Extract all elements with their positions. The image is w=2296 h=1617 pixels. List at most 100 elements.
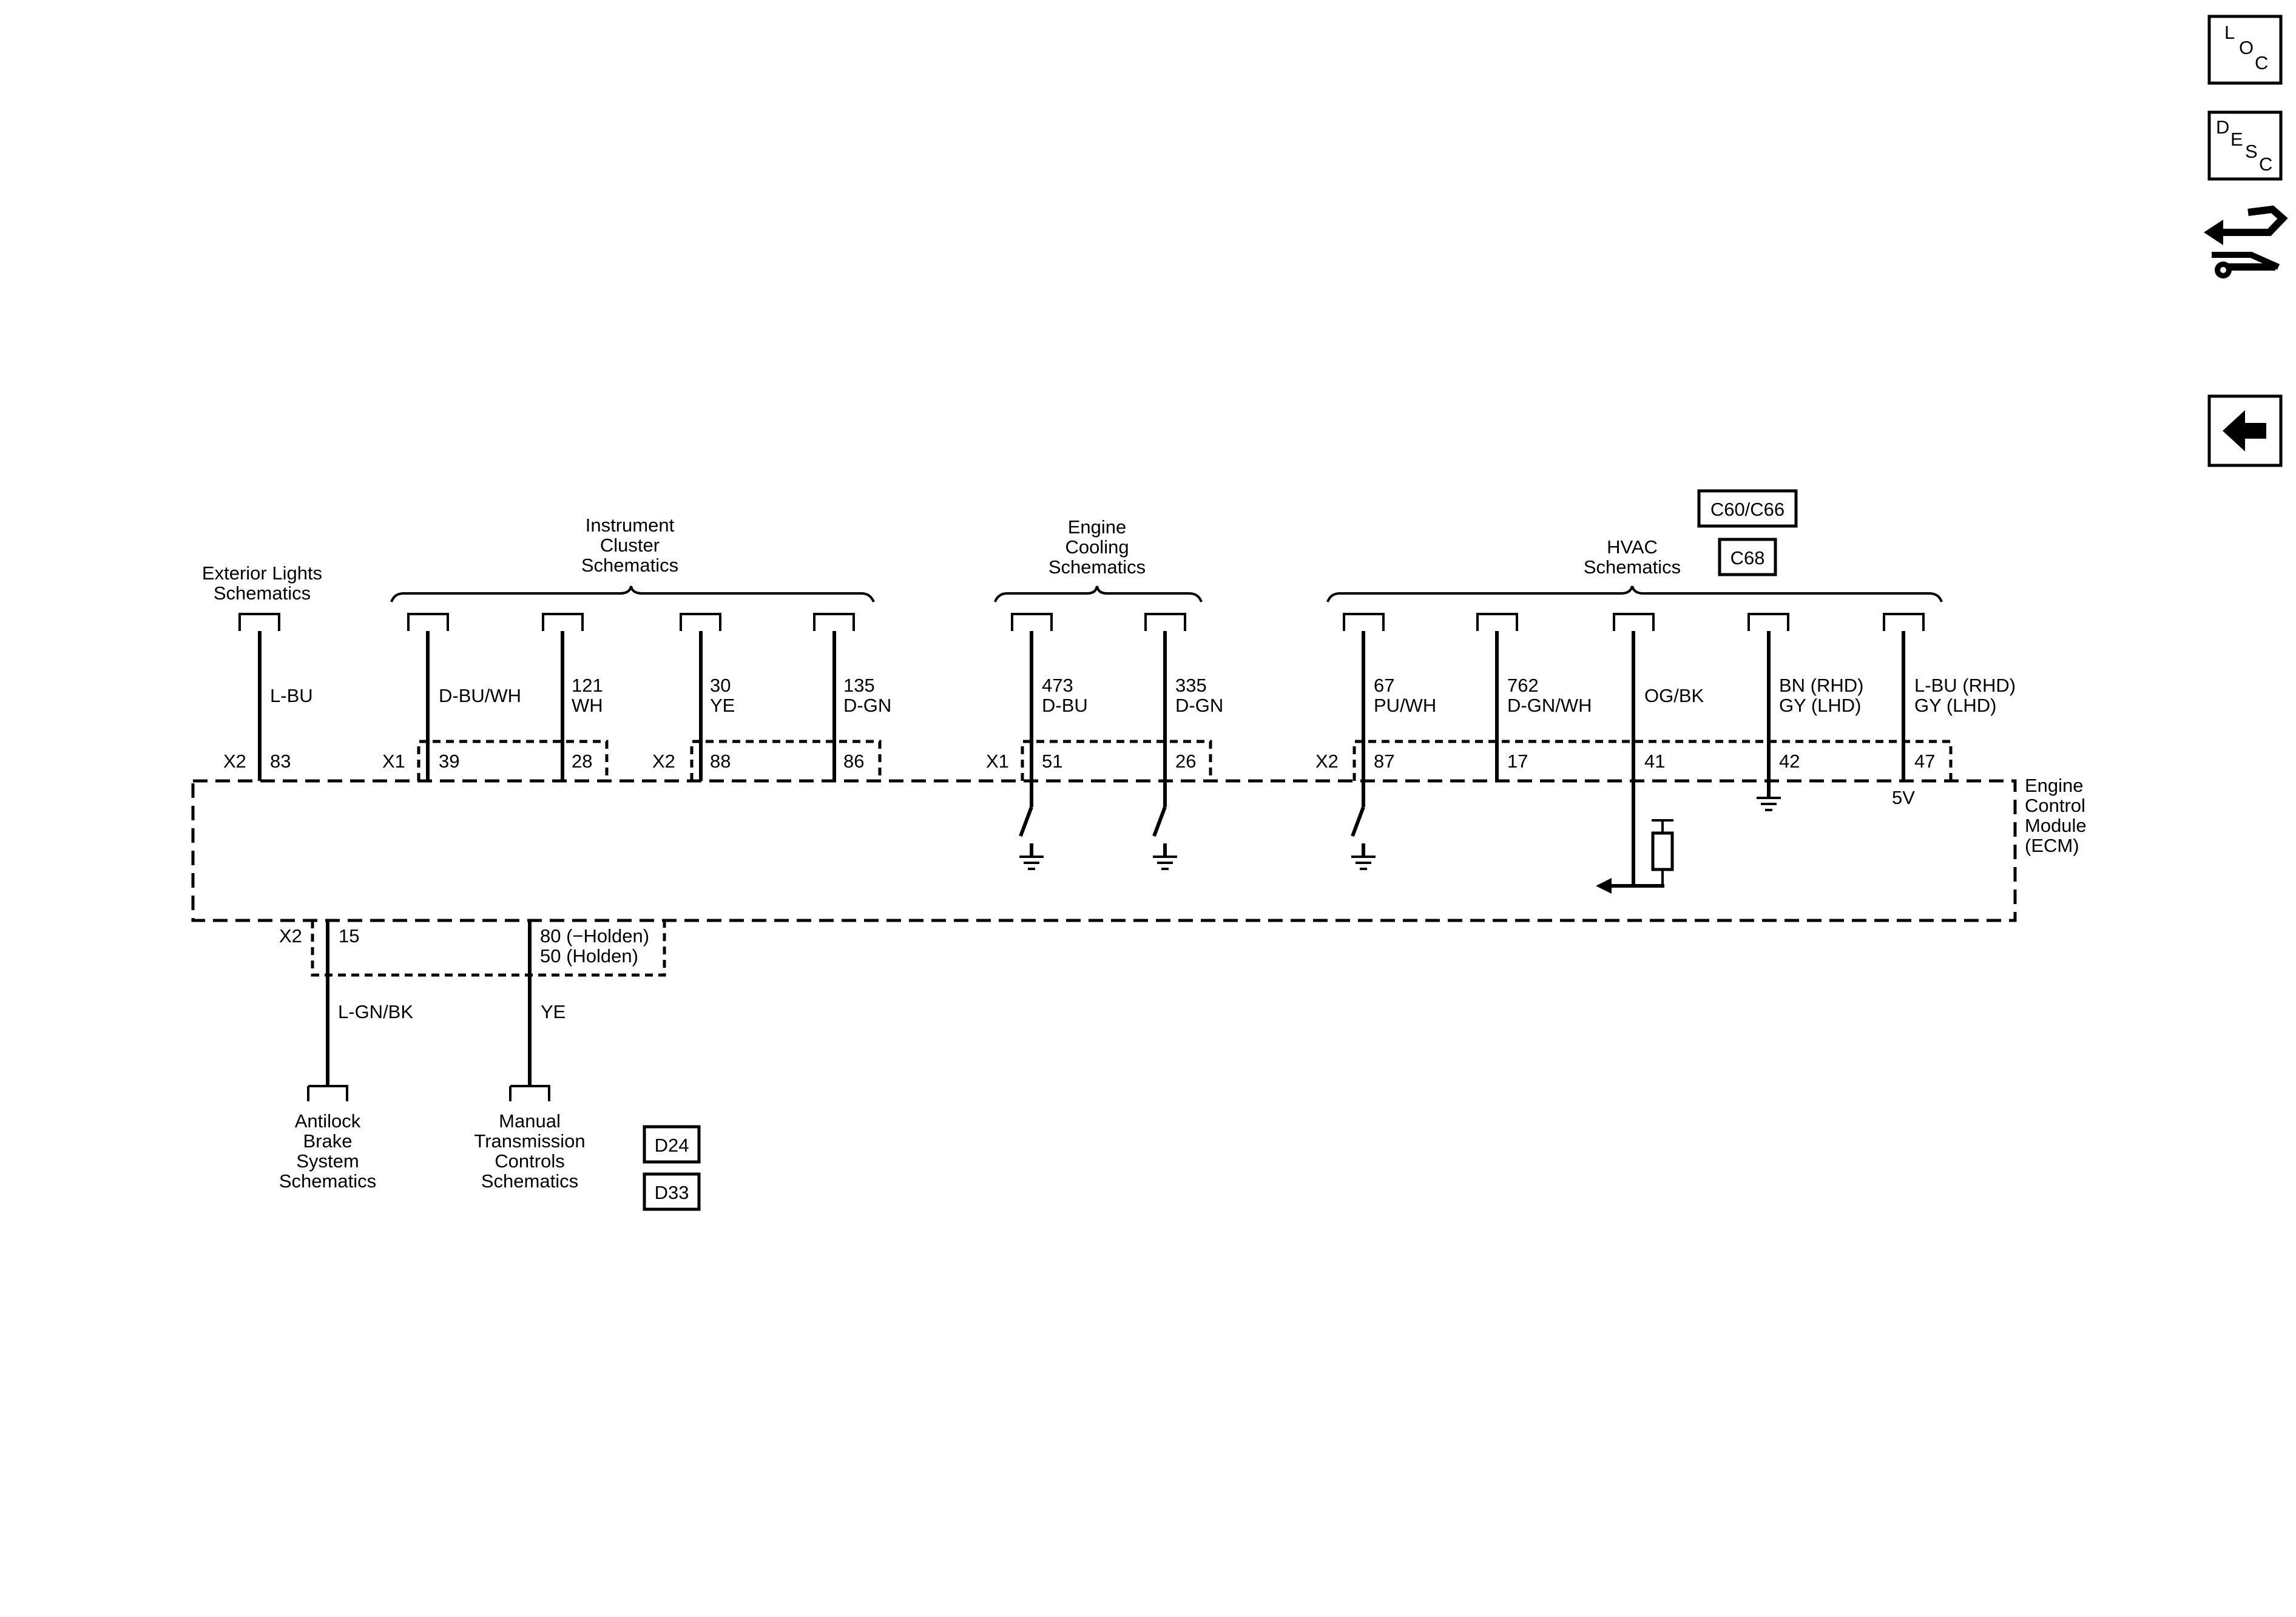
top-connector-housings [417, 740, 1953, 781]
wire-42-color-rhd: BN (RHD) [1779, 675, 1864, 696]
connector-x2-exterior: X2 [223, 751, 246, 772]
ecm-label-line3: Module [2025, 815, 2087, 836]
hvac-brace [1326, 586, 1943, 603]
option-d33-label: D33 [655, 1182, 689, 1203]
low-side-switches [1019, 806, 1365, 837]
wire-80-color: YE [541, 1001, 566, 1022]
wire-88-color: YE [710, 695, 735, 716]
cooling-header-line1: Engine [1068, 516, 1127, 538]
option-d33-box: D33 [643, 1172, 701, 1211]
back-arrow-button[interactable] [2207, 394, 2283, 467]
mtc-header-line1: Manual [499, 1110, 561, 1132]
pin-86: 86 [843, 751, 864, 772]
pin-51: 51 [1042, 751, 1062, 772]
loc-letter-l: L [2224, 22, 2235, 43]
wire-26-color: D-GN [1175, 695, 1223, 716]
bottom-connector-tabs [307, 1085, 550, 1101]
wire-88-circuit: 30 [710, 675, 731, 696]
option-d24-box: D24 [643, 1125, 701, 1164]
hvac-header: HVAC Schematics [1584, 536, 1681, 578]
cooling-header-line3: Schematics [1048, 556, 1146, 578]
top-connector-tabs [238, 613, 1925, 631]
wire-26-circuit: 335 [1175, 675, 1207, 696]
wire-47-color-lhd: GY (LHD) [1914, 695, 1997, 716]
hvac-header-line2: Schematics [1584, 556, 1681, 578]
wire-15-color: L-GN/BK [338, 1001, 413, 1022]
ecm-label-line1: Engine [2025, 775, 2084, 796]
pin-26: 26 [1175, 751, 1196, 772]
cooling-header-line2: Cooling [1065, 536, 1129, 558]
connector-x2-hvac: X2 [1315, 751, 1339, 772]
connector-x2-cluster: X2 [652, 751, 675, 772]
abs-header: Antilock Brake System Schematics [279, 1110, 376, 1192]
abs-header-line4: Schematics [279, 1170, 376, 1192]
cooling-brace [994, 586, 1203, 603]
wire-39-color: D-BU/WH [439, 685, 521, 706]
option-c68-label: C68 [1730, 547, 1765, 569]
cluster-header-line2: Cluster [600, 535, 660, 556]
desc-nav-button[interactable]: D E S C [2207, 110, 2283, 181]
pin-83: 83 [270, 751, 291, 772]
pin-41: 41 [1644, 751, 1665, 772]
mtc-header-line4: Schematics [481, 1170, 578, 1192]
desc-letter-e: E [2230, 129, 2243, 150]
pin-39: 39 [439, 751, 459, 772]
connector-x1-cluster: X1 [382, 751, 405, 772]
bottom-pin-labels: X2 15 80 (−Holden) 50 (Holden) L-GN/BK Y… [279, 925, 649, 1022]
top-pin-labels: X2 83 X1 39 28 X2 88 86 X1 51 26 X2 87 1… [223, 751, 1935, 772]
wire-28-color: WH [572, 695, 603, 716]
bottom-wires [326, 920, 532, 1086]
wire-87-circuit: 67 [1374, 675, 1394, 696]
hvac-header-line1: HVAC [1607, 536, 1658, 558]
loc-letter-c: C [2255, 52, 2268, 73]
mtc-header-line2: Transmission [474, 1130, 585, 1152]
pin41-input-circuit [1596, 819, 1674, 894]
back-arrow-icon [2223, 410, 2266, 451]
option-c60-c66-label: C60/C66 [1710, 499, 1784, 520]
pin-17: 17 [1507, 751, 1528, 772]
ground-symbols [1019, 797, 1781, 870]
abs-header-line3: System [296, 1150, 359, 1172]
option-d24-label: D24 [655, 1135, 689, 1156]
instrument-cluster-header: Instrument Cluster Schematics [581, 515, 678, 576]
ecm-module-label: Engine Control Module (ECM) [2025, 775, 2087, 856]
wire-87-color: PU/WH [1374, 695, 1436, 716]
desc-letter-c: C [2259, 154, 2272, 175]
pin-42: 42 [1779, 751, 1800, 772]
connector-repair-icon[interactable] [2204, 205, 2288, 279]
pin-15: 15 [339, 925, 359, 947]
pin-80-non-holden: 80 (−Holden) [540, 925, 649, 947]
top-wires [258, 631, 1905, 886]
pin-88: 88 [710, 751, 731, 772]
cluster-header-line1: Instrument [586, 515, 675, 536]
option-c60-c66-box: C60/C66 [1697, 489, 1798, 528]
ecm-label-line4: (ECM) [2025, 835, 2079, 856]
wire-labels: L-BU D-BU/WH 121 WH 30 YE 135 D-GN 473 D… [270, 675, 2016, 716]
pin-28: 28 [572, 751, 592, 772]
pin-47: 47 [1914, 751, 1935, 772]
wire-83-color: L-BU [270, 685, 313, 706]
wire-41-color: OG/BK [1644, 685, 1704, 706]
manual-transmission-header: Manual Transmission Controls Schematics [474, 1110, 585, 1192]
desc-letter-s: S [2245, 141, 2258, 162]
connector-x1-cooling: X1 [986, 751, 1009, 772]
engine-cooling-header: Engine Cooling Schematics [1048, 516, 1146, 578]
wire-86-circuit: 135 [843, 675, 875, 696]
bottom-connector-housing [311, 920, 666, 977]
ecm-module-outline [191, 779, 2017, 922]
loc-nav-button[interactable]: L O C [2207, 15, 2283, 85]
pin47-voltage-label: 5V [1892, 787, 1915, 808]
abs-header-line1: Antilock [295, 1110, 361, 1132]
desc-letter-d: D [2216, 116, 2229, 138]
wire-51-circuit: 473 [1042, 675, 1073, 696]
wire-86-color: D-GN [843, 695, 891, 716]
wire-17-color: D-GN/WH [1507, 695, 1592, 716]
abs-header-line2: Brake [303, 1130, 353, 1152]
connector-x2-bottom: X2 [279, 925, 302, 947]
option-c68-box: C68 [1718, 538, 1777, 576]
cluster-header-line3: Schematics [581, 555, 678, 576]
loc-letter-o: O [2239, 37, 2254, 58]
wire-17-circuit: 762 [1507, 675, 1539, 696]
exterior-lights-header: Exterior Lights Schematics [202, 562, 322, 604]
